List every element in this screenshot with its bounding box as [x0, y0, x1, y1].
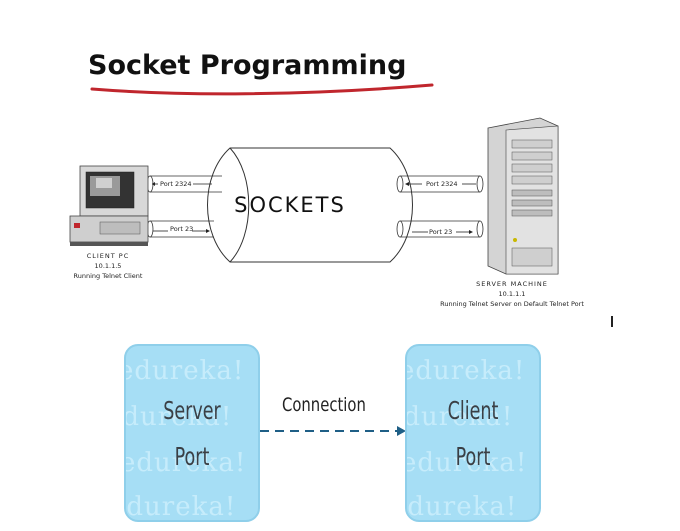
server-machine-icon: [487, 117, 559, 275]
text-cursor: [611, 316, 613, 327]
server-machine-ip: 10.1.1.1: [499, 290, 526, 298]
sockets-cylinder: [207, 147, 413, 263]
page-title: Socket Programming: [88, 50, 407, 81]
server-pipes: [396, 175, 484, 238]
watermark: edureka!: [405, 402, 514, 432]
client-box-line1: Client: [447, 396, 499, 425]
server-port-bottom: Port 23: [429, 228, 452, 236]
server-box-line2: Port: [174, 442, 210, 471]
client-pc-ip: 10.1.1.5: [95, 262, 122, 270]
sockets-label: SOCKETS: [234, 193, 346, 217]
watermark: edureka!: [405, 356, 526, 386]
server-machine-role: Running Telnet Server on Default Telnet …: [440, 300, 584, 308]
server-machine-label: SERVER MACHINE: [476, 280, 548, 288]
client-pc-icon: [69, 165, 149, 246]
watermark: edureka!: [407, 492, 518, 522]
watermark: edureka!: [124, 402, 233, 432]
server-port-top: Port 2324: [426, 180, 458, 188]
server-box-line1: Server: [163, 396, 221, 425]
watermark: edureka!: [126, 492, 237, 522]
client-pc-label: CLIENT PC: [87, 252, 130, 260]
client-pc-role: Running Telnet Client: [74, 272, 143, 280]
watermark: edureka!: [405, 448, 528, 478]
client-port-top: Port 2324: [160, 180, 192, 188]
title-underline: [90, 83, 434, 96]
client-box-line2: Port: [455, 442, 491, 471]
connection-label: Connection: [282, 394, 366, 416]
client-port-box: edureka! edureka! edureka! edureka! Clie…: [405, 344, 541, 522]
connection-arrowhead: [397, 426, 406, 436]
watermark: edureka!: [124, 448, 247, 478]
client-port-bottom: Port 23: [170, 225, 193, 233]
server-port-box: edureka! edureka! edureka! edureka! Serv…: [124, 344, 260, 522]
watermark: edureka!: [124, 356, 245, 386]
